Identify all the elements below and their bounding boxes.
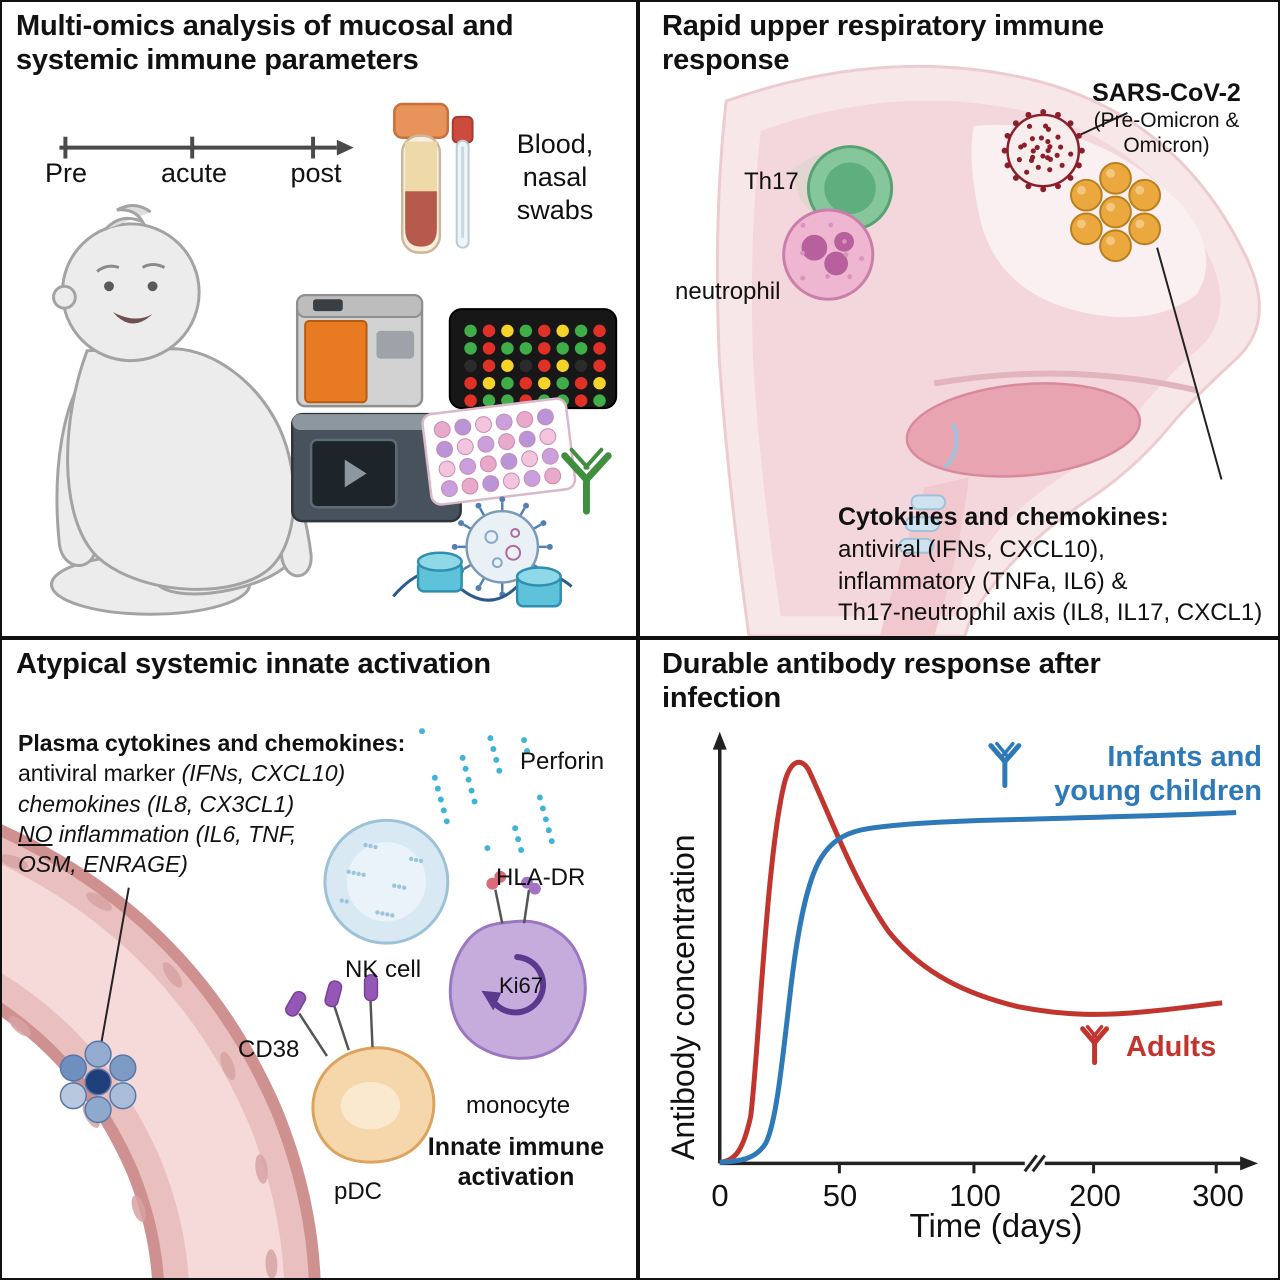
chart-axes bbox=[712, 731, 1259, 1174]
monocyte-cell bbox=[448, 870, 587, 1060]
pdc-label: pDC bbox=[334, 1178, 383, 1205]
timeline-label-post: post bbox=[290, 158, 342, 188]
antibody-icon-green bbox=[561, 447, 612, 515]
perforin-dots bbox=[419, 728, 555, 854]
nk-cell-label: NK cell bbox=[345, 956, 422, 983]
blood-vessel bbox=[2, 824, 321, 1278]
x-tick-300: 300 bbox=[1192, 1178, 1244, 1213]
virus-name: SARS-CoV-2 bbox=[1092, 79, 1241, 107]
timeline-arrow bbox=[59, 136, 354, 159]
infants-curve bbox=[719, 809, 1237, 1165]
nasal-swab-icon bbox=[451, 115, 474, 249]
y-axis-label: Antibody concentration bbox=[665, 834, 701, 1160]
panel-title-antibody: Durable antibody response after infectio… bbox=[662, 648, 1101, 714]
cytokine-cluster bbox=[1070, 161, 1223, 480]
microarray-plate bbox=[448, 308, 618, 410]
innate-artwork bbox=[2, 728, 587, 1278]
panel-title-multiomics: Multi-omics analysis of mucosal and syst… bbox=[16, 10, 514, 76]
nk-cell bbox=[323, 818, 450, 945]
x-axis-label: Time (days) bbox=[909, 1207, 1083, 1244]
cytokines-text-block: Cytokines and chemokines: antiviral (IFN… bbox=[838, 502, 1270, 629]
plasma-text-block: Plasma cytokines and chemokines: antivir… bbox=[18, 728, 418, 880]
plasma-heading: Plasma cytokines and chemokines: bbox=[18, 730, 406, 756]
neutrophil-label: neutrophil bbox=[675, 278, 781, 305]
panel-multiomics: Multi-omics analysis of mucosal and syst… bbox=[2, 2, 640, 640]
pcr-instrument bbox=[291, 412, 462, 523]
cd38-label: CD38 bbox=[238, 1036, 300, 1063]
x-tick-200: 200 bbox=[1069, 1178, 1121, 1213]
plasma-cytokine-cluster bbox=[59, 1040, 137, 1124]
panel-title-respiratory: Rapid upper respiratory immune response bbox=[662, 10, 1104, 76]
cytokines-heading: Cytokines and chemokines: bbox=[838, 503, 1169, 531]
samples-label: Blood, nasal swabs bbox=[516, 129, 594, 225]
antibody-icon-blue bbox=[988, 741, 1022, 789]
legend-infants: Infants and young children bbox=[1054, 741, 1262, 808]
cytokines-body: antiviral (IFNs, CXCL10), inflammatory (… bbox=[838, 536, 1263, 627]
panel-title-innate: Atypical systemic innate activation bbox=[16, 648, 491, 680]
antibody-chart bbox=[712, 731, 1259, 1174]
respiratory-artwork bbox=[715, 64, 1261, 636]
x-tick-50: 50 bbox=[822, 1178, 858, 1213]
neutrophil-cell bbox=[782, 208, 875, 301]
ki67-label: Ki67 bbox=[499, 973, 544, 998]
assay-plate bbox=[421, 397, 577, 506]
timeline-label-acute: acute bbox=[160, 158, 228, 188]
legend-adults: Adults bbox=[1126, 1031, 1217, 1063]
sequencer-instrument bbox=[295, 293, 424, 408]
plasma-pointer-line bbox=[99, 887, 130, 1051]
plasma-line-antiviral: antiviral marker (IFNs, CXCL10) bbox=[18, 760, 346, 787]
plasma-line-osm: OSM, ENRAGE) bbox=[18, 851, 188, 878]
timeline-label-pre: Pre bbox=[44, 158, 88, 188]
antibody-icon-red bbox=[1080, 1025, 1110, 1066]
x-tick-0: 0 bbox=[711, 1178, 729, 1213]
sars-cov2-virion bbox=[1001, 108, 1128, 193]
x-tick-100: 100 bbox=[949, 1178, 1001, 1213]
perforin-label: Perforin bbox=[520, 748, 605, 775]
plasma-line-chemokines: chemokines (IL8, CX3CL1) bbox=[18, 790, 295, 817]
panel-innate: Atypical systemic innate activation Plas… bbox=[2, 640, 640, 1278]
innate-activation-label: Innate immune activation bbox=[427, 1133, 605, 1191]
virus-label-block: SARS-CoV-2 (Pre-Omicron & Omicron) bbox=[1063, 78, 1270, 158]
pdc-cell bbox=[285, 974, 436, 1164]
panel-antibody: Durable antibody response after infectio… bbox=[640, 640, 1278, 1278]
th17-label: Th17 bbox=[744, 168, 799, 195]
chromatin-icon bbox=[392, 551, 573, 608]
virus-variants: (Pre-Omicron & Omicron) bbox=[1093, 109, 1240, 158]
panel-respiratory: Rapid upper respiratory immune response … bbox=[640, 2, 1278, 640]
blood-tube-icon bbox=[393, 102, 450, 254]
monocyte-label: monocyte bbox=[466, 1092, 571, 1119]
hla-dr-label: HLA-DR bbox=[496, 864, 586, 891]
plasma-line-no-inflammation: NO inflammation (IL6, TNF, bbox=[18, 821, 297, 848]
multiomics-artwork bbox=[50, 102, 618, 616]
infant-illustration bbox=[50, 204, 313, 616]
